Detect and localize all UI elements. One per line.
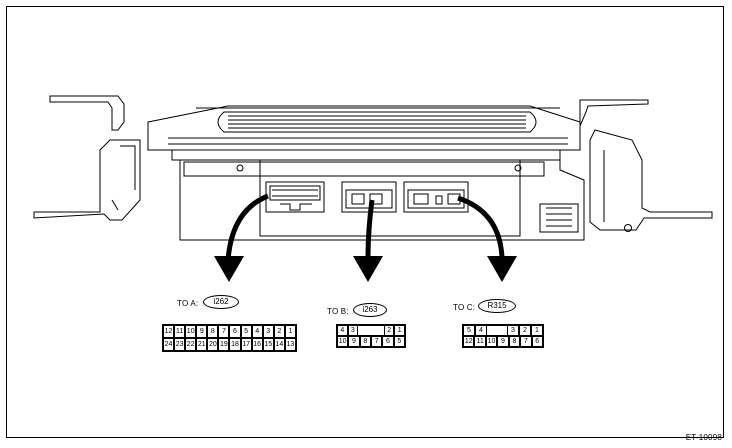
pin-cell: 4 bbox=[475, 325, 487, 336]
pin-cell: 24 bbox=[163, 338, 175, 351]
pin-cell: 17 bbox=[240, 338, 252, 351]
label-to-c: TO C: bbox=[453, 303, 476, 312]
figure-code: ET-10098 bbox=[685, 433, 722, 442]
pin-cell bbox=[358, 325, 367, 336]
pin-cell: 12 bbox=[463, 336, 475, 347]
left-bracket bbox=[49, 95, 125, 131]
pin-cell: 9 bbox=[348, 336, 360, 347]
pin-cell bbox=[497, 325, 507, 336]
pin-cell: 3 bbox=[507, 325, 519, 336]
pin-cell: 6 bbox=[531, 336, 543, 347]
pin-cell: 20 bbox=[207, 338, 219, 351]
pin-cell: 23 bbox=[174, 338, 186, 351]
socket-b bbox=[341, 181, 397, 213]
pin-cell: 7 bbox=[370, 336, 383, 347]
arrow-c bbox=[457, 195, 505, 259]
pin-cell: 10 bbox=[185, 325, 197, 338]
pin-cell: 11 bbox=[174, 325, 186, 338]
pin-cell: 2 bbox=[519, 325, 531, 336]
pin-cell: 19 bbox=[218, 338, 230, 351]
pin-cell: 10 bbox=[337, 336, 349, 347]
label-to-b: TO B: bbox=[327, 307, 349, 316]
pin-cell: 13 bbox=[284, 338, 296, 351]
pin-cell: 4 bbox=[337, 325, 348, 336]
pin-cell: 1 bbox=[284, 325, 296, 338]
pin-cell: 8 bbox=[508, 336, 521, 347]
pin-cell: 8 bbox=[207, 325, 219, 338]
pin-cell bbox=[487, 325, 497, 336]
arrow-a bbox=[225, 193, 269, 261]
module-housing bbox=[171, 149, 561, 161]
pin-cell: 5 bbox=[463, 325, 475, 336]
pin-cell: 12 bbox=[163, 325, 175, 338]
pin-cell: 9 bbox=[497, 336, 509, 347]
pin-cell: 3 bbox=[347, 325, 359, 336]
pin-cell: 1 bbox=[394, 325, 406, 336]
pin-cell: 10 bbox=[485, 336, 498, 347]
module-top-cover bbox=[147, 105, 581, 151]
pin-cell bbox=[375, 325, 384, 336]
right-bracket bbox=[579, 99, 649, 127]
pin-cell: 1 bbox=[531, 325, 543, 336]
pin-cell: 5 bbox=[240, 325, 252, 338]
pin-cell: 4 bbox=[251, 325, 263, 338]
oval-connector-a-id: i262 bbox=[203, 295, 239, 309]
pin-cell: 7 bbox=[520, 336, 532, 347]
label-to-a: TO A: bbox=[177, 299, 199, 308]
oval-connector-b-id: i263 bbox=[353, 303, 387, 317]
pin-cell: 14 bbox=[273, 338, 285, 351]
pin-cell: 22 bbox=[185, 338, 197, 351]
pin-cell: 11 bbox=[474, 336, 486, 347]
arrow-b bbox=[365, 199, 375, 259]
pin-cell: 2 bbox=[273, 325, 285, 338]
pin-cell: 21 bbox=[196, 338, 208, 351]
pin-cell: 7 bbox=[218, 325, 230, 338]
pin-cell: 3 bbox=[262, 325, 274, 338]
pin-cell: 8 bbox=[359, 336, 371, 347]
pin-cell bbox=[366, 325, 376, 336]
pin-cell: 2 bbox=[383, 325, 395, 336]
socket-c bbox=[403, 181, 469, 213]
socket-a bbox=[265, 181, 325, 213]
pin-cell: 16 bbox=[251, 338, 263, 351]
oval-connector-c-id: R315 bbox=[478, 299, 516, 313]
pin-cell: 6 bbox=[229, 325, 241, 338]
pin-cell: 9 bbox=[196, 325, 208, 338]
pin-cell: 6 bbox=[382, 336, 394, 347]
pin-cell: 5 bbox=[393, 336, 405, 347]
pin-cell: 15 bbox=[262, 338, 274, 351]
pin-cell: 18 bbox=[229, 338, 241, 351]
